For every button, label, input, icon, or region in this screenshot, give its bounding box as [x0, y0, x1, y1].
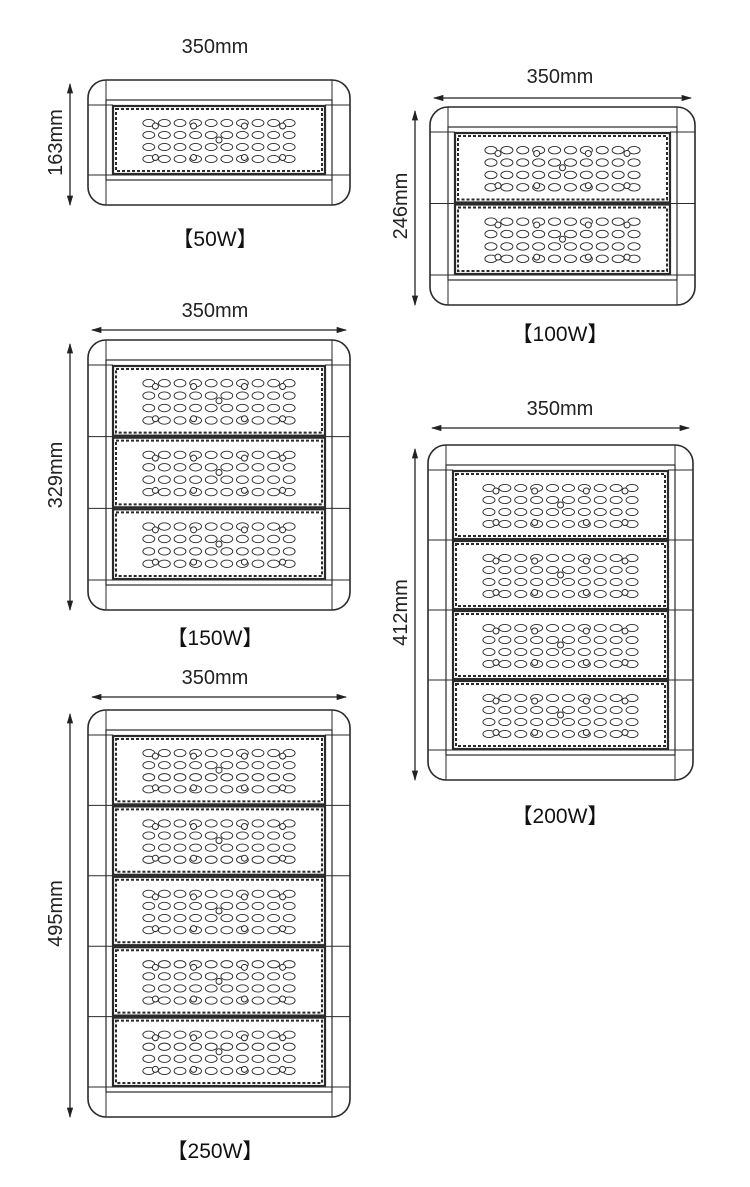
height-label: 495mm: [45, 880, 67, 947]
led-module: [88, 804, 350, 876]
width-label: 350mm: [182, 667, 249, 689]
fixture-drawing: [87, 339, 351, 611]
led-module: [88, 364, 350, 437]
led-module: [428, 469, 693, 541]
led-module: [88, 104, 350, 176]
product-250w: 350mm 495mm 【250W】: [45, 667, 351, 1163]
product-200w: 350mm 412mm 【200W】: [390, 398, 694, 828]
product-50w: 350mm 163mm 【50W】: [45, 36, 351, 251]
led-module: [428, 539, 693, 611]
led-module: [428, 609, 693, 681]
wattage-caption: 【150W】: [167, 627, 264, 650]
width-label: 350mm: [182, 36, 249, 58]
fixture-drawing: [87, 709, 351, 1118]
fixture-drawing: [87, 79, 351, 206]
width-label: 350mm: [182, 300, 249, 322]
height-label: 163mm: [45, 109, 67, 176]
led-module: [88, 945, 350, 1017]
fixture-drawing: [429, 106, 696, 306]
width-label: 350mm: [527, 66, 594, 88]
product-100w: 350mm 246mm 【100W】: [390, 66, 696, 346]
product-150w: 350mm 329mm 【150W】: [45, 300, 351, 650]
led-module: [88, 1016, 350, 1088]
wattage-caption: 【50W】: [172, 228, 257, 251]
height-label: 329mm: [45, 442, 67, 509]
led-module: [430, 203, 695, 276]
wattage-caption: 【200W】: [512, 805, 609, 828]
led-module: [430, 131, 695, 204]
led-module: [88, 734, 350, 806]
led-module: [88, 436, 350, 509]
fixture-drawing: [427, 444, 694, 781]
width-label: 350mm: [527, 398, 594, 420]
wattage-caption: 【250W】: [167, 1140, 264, 1163]
led-module: [88, 875, 350, 947]
led-module: [88, 507, 350, 581]
height-label: 246mm: [390, 173, 412, 240]
wattage-caption: 【100W】: [512, 323, 609, 346]
led-module: [428, 679, 693, 751]
height-label: 412mm: [390, 579, 412, 646]
